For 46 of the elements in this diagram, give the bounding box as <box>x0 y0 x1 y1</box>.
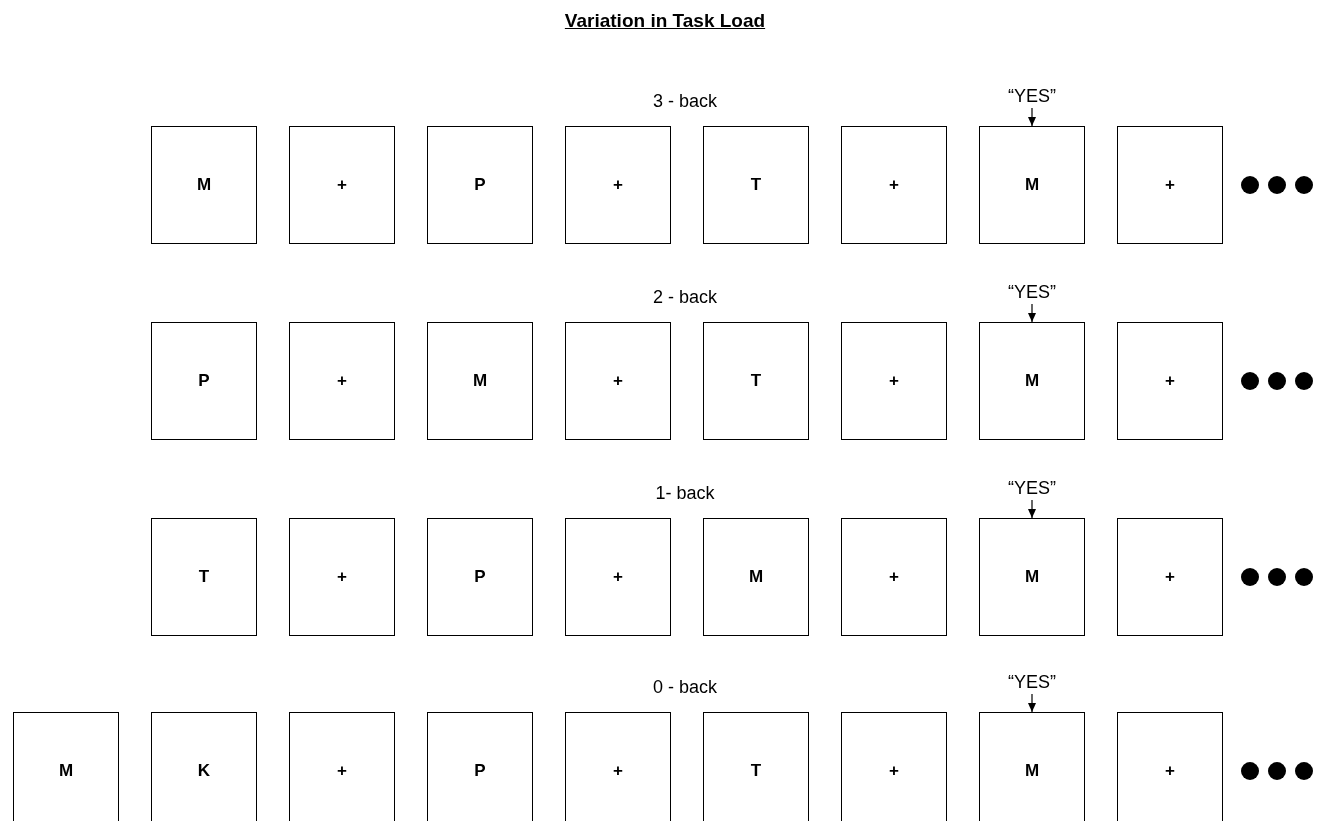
stimulus-box: M <box>427 322 533 440</box>
arrow <box>1028 693 1036 713</box>
stimulus-box: + <box>841 126 947 244</box>
row-label: 0 - back <box>653 677 717 698</box>
stimulus-box: T <box>703 712 809 821</box>
stimulus-box: T <box>703 126 809 244</box>
stimulus-box: P <box>427 712 533 821</box>
stimulus-box: T <box>151 518 257 636</box>
stimulus-box: + <box>289 518 395 636</box>
response-label: “YES” <box>1008 672 1056 693</box>
stimulus-box: M <box>979 518 1085 636</box>
stimulus-box: + <box>1117 126 1223 244</box>
stimulus-box: + <box>565 322 671 440</box>
row-label: 3 - back <box>653 91 717 112</box>
stimulus-box: + <box>1117 322 1223 440</box>
stimulus-box: M <box>979 322 1085 440</box>
row-label: 2 - back <box>653 287 717 308</box>
arrow <box>1028 499 1036 519</box>
stimulus-box: T <box>703 322 809 440</box>
stimulus-box: M <box>703 518 809 636</box>
stimulus-box: P <box>151 322 257 440</box>
stimulus-box: + <box>841 518 947 636</box>
stimulus-box: + <box>289 126 395 244</box>
stimulus-box: P <box>427 518 533 636</box>
stimulus-box: + <box>565 712 671 821</box>
stimulus-box: + <box>841 712 947 821</box>
stimulus-box: P <box>427 126 533 244</box>
response-label: “YES” <box>1008 478 1056 499</box>
stimulus-box: + <box>289 322 395 440</box>
stimulus-box: + <box>565 518 671 636</box>
response-label: “YES” <box>1008 282 1056 303</box>
stimulus-box: + <box>565 126 671 244</box>
arrow <box>1028 303 1036 323</box>
stimulus-box: M <box>979 712 1085 821</box>
stimulus-box: M <box>13 712 119 821</box>
title: Variation in Task Load <box>564 10 766 31</box>
stimulus-box: K <box>151 712 257 821</box>
stimulus-box: + <box>1117 518 1223 636</box>
row-label: 1- back <box>655 483 715 504</box>
stimulus-box: + <box>841 322 947 440</box>
stimulus-box: M <box>151 126 257 244</box>
stimulus-box: + <box>289 712 395 821</box>
response-label: “YES” <box>1008 86 1056 107</box>
stimulus-box: + <box>1117 712 1223 821</box>
stimulus-box: M <box>979 126 1085 244</box>
arrow <box>1028 107 1036 127</box>
